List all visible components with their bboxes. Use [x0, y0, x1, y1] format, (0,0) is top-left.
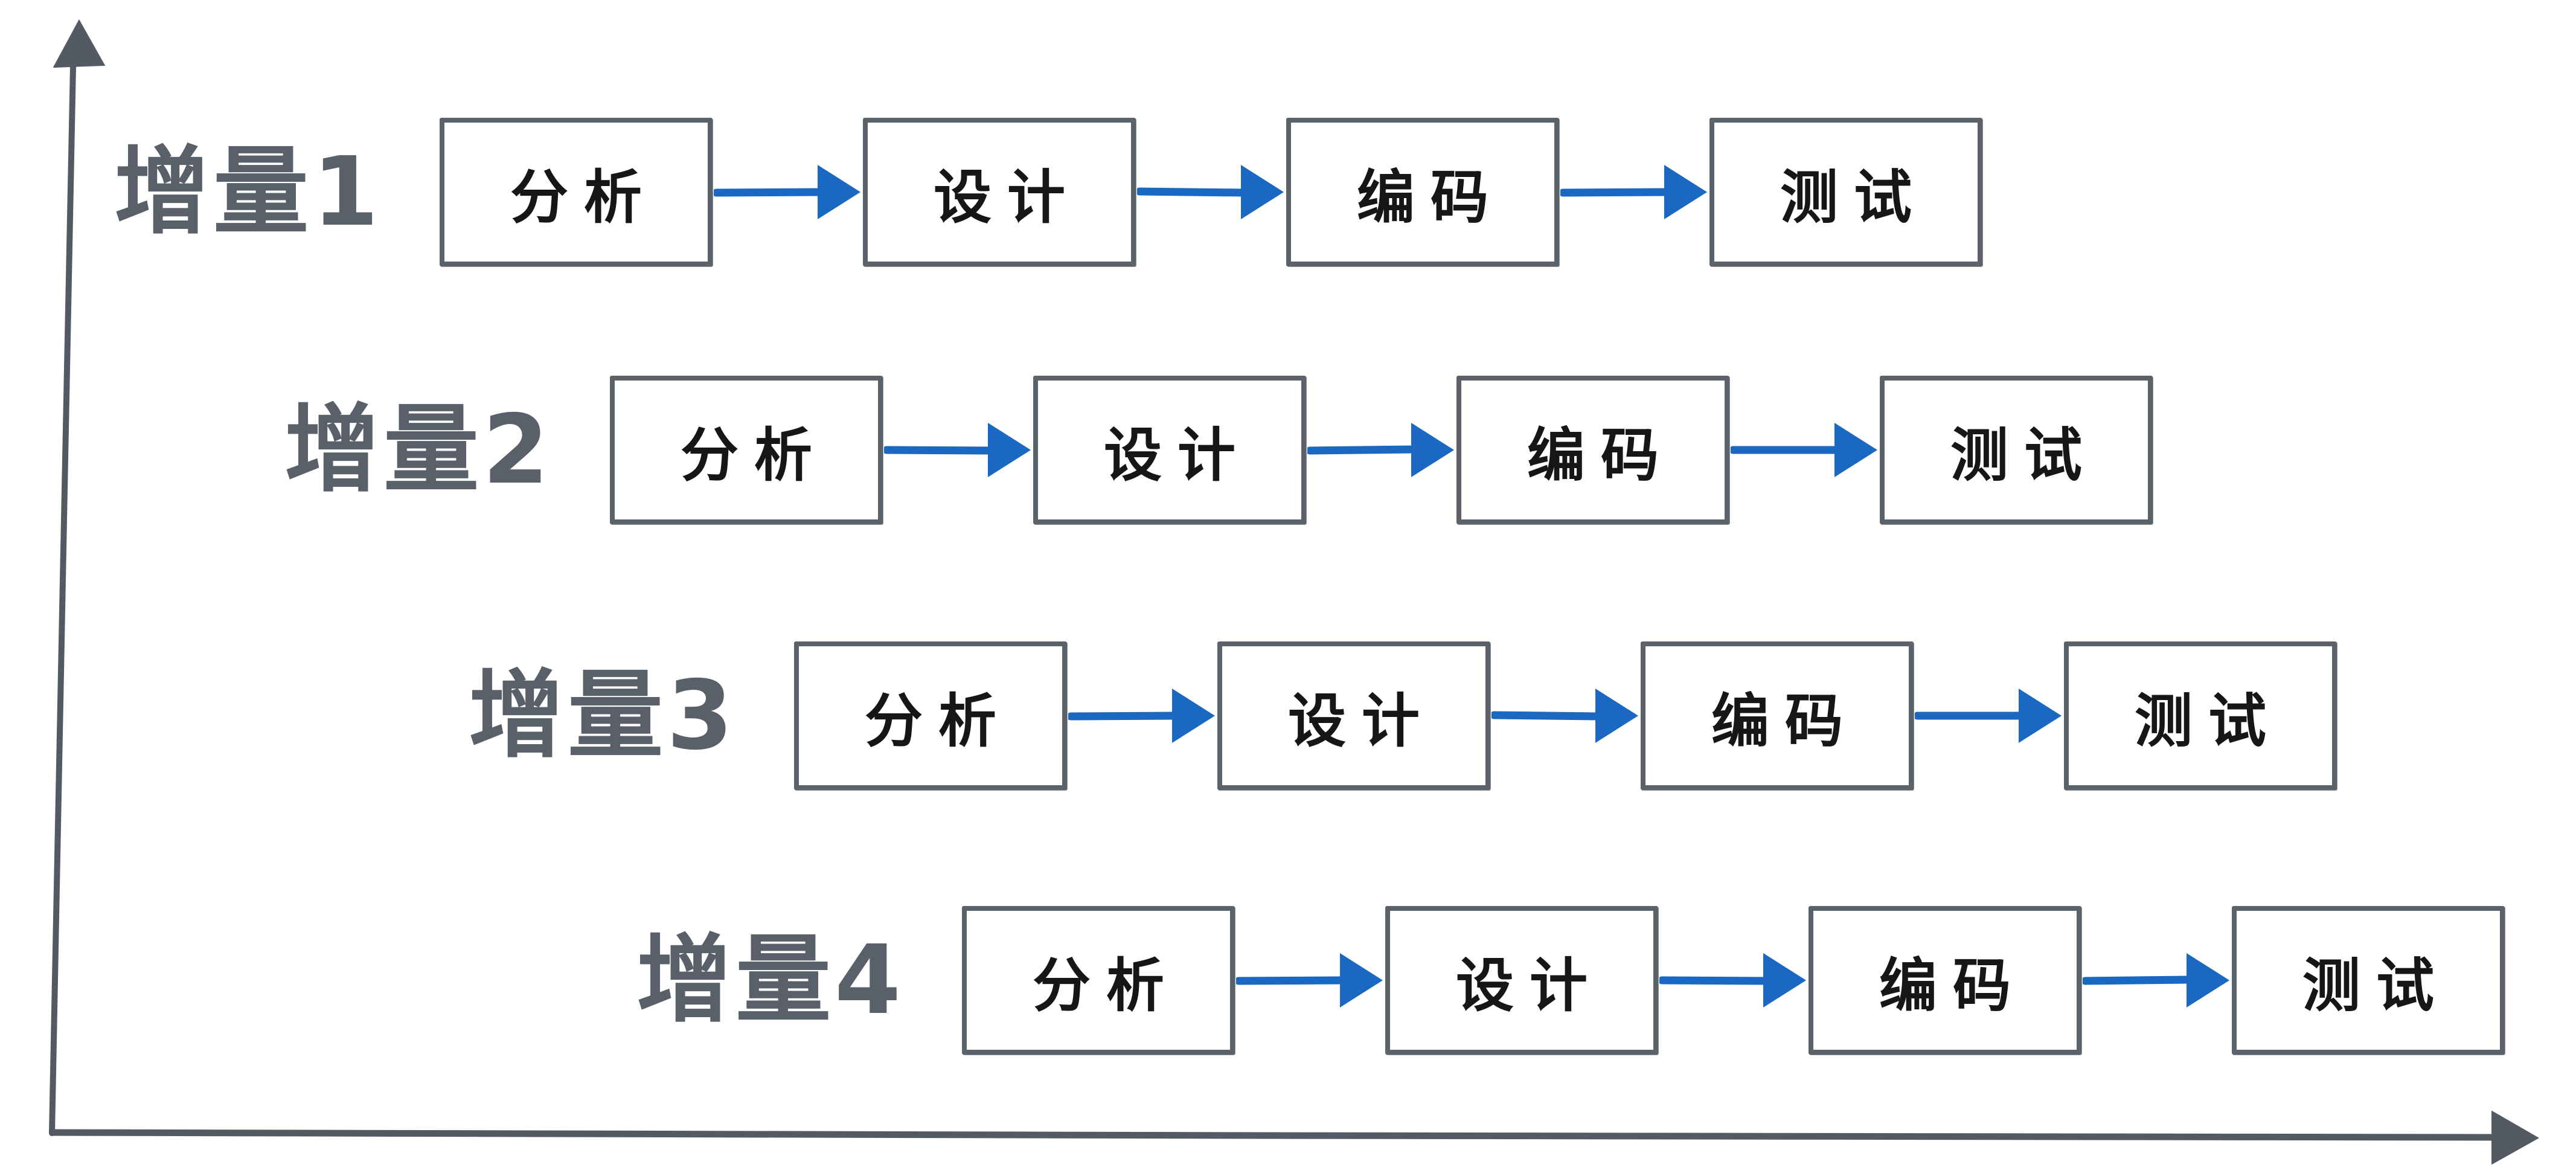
flow-arrow-icon	[1731, 423, 1877, 477]
stage-box-design: 设计	[1217, 641, 1490, 790]
flow-arrow-icon	[884, 423, 1031, 477]
stage-label: 分析	[1033, 951, 1180, 1020]
stage-label: 设计	[1288, 687, 1435, 755]
stage-box-analysis: 分析	[794, 641, 1067, 790]
flow-arrow-icon	[1236, 953, 1383, 1007]
stage-box-analysis: 分析	[440, 118, 713, 266]
stage-label: 分析	[510, 163, 658, 231]
stage-label: 测试	[1950, 421, 2098, 489]
stage-box-testing: 测试	[1709, 118, 1982, 266]
flow-arrow-icon	[1307, 423, 1454, 477]
flow-arrow-icon	[2083, 953, 2229, 1007]
stage-label: 设计	[1104, 421, 1251, 489]
stage-label: 编码	[1879, 951, 2027, 1020]
stage-box-design: 设计	[1385, 906, 1658, 1055]
flow-arrow-icon	[1491, 689, 1638, 743]
row-label: 增量1	[114, 137, 382, 248]
stage-label: 编码	[1357, 163, 1504, 231]
flow-arrow-icon	[1915, 689, 2062, 743]
flow-arrow-icon	[1068, 689, 1215, 743]
stage-box-coding: 编码	[1456, 376, 1729, 524]
stage-label: 测试	[2135, 687, 2282, 755]
stage-box-coding: 编码	[1641, 641, 1914, 790]
row-label: 增量2	[284, 394, 553, 506]
flow-arrow-icon	[1560, 165, 1707, 219]
stage-label: 测试	[2302, 951, 2450, 1020]
y-axis-arrowhead-icon	[53, 19, 106, 68]
flow-arrow-icon	[1137, 165, 1284, 219]
x-axis-line	[50, 1129, 2499, 1141]
stage-box-testing: 测试	[1880, 376, 2153, 524]
stage-box-analysis: 分析	[962, 906, 1235, 1055]
y-axis-line	[49, 33, 77, 1136]
stage-box-testing: 测试	[2064, 641, 2337, 790]
stage-label: 编码	[1711, 687, 1859, 755]
stage-label: 设计	[934, 163, 1081, 231]
stage-box-design: 设计	[1033, 376, 1306, 524]
stage-label: 编码	[1527, 421, 1674, 489]
stage-box-coding: 编码	[1809, 906, 2081, 1055]
stage-label: 分析	[681, 421, 828, 489]
stage-label: 分析	[865, 687, 1012, 755]
row-label: 增量4	[636, 925, 905, 1036]
stage-box-coding: 编码	[1286, 118, 1559, 266]
stage-box-testing: 测试	[2232, 906, 2505, 1055]
stage-label: 设计	[1456, 951, 1603, 1020]
flow-arrow-icon	[714, 165, 860, 219]
flow-arrow-icon	[1659, 953, 1806, 1007]
stage-label: 测试	[1780, 163, 1927, 231]
x-axis-arrowhead-icon	[2491, 1110, 2540, 1165]
row-label: 增量3	[469, 660, 737, 771]
stage-box-analysis: 分析	[610, 376, 883, 524]
stage-box-design: 设计	[863, 118, 1136, 266]
